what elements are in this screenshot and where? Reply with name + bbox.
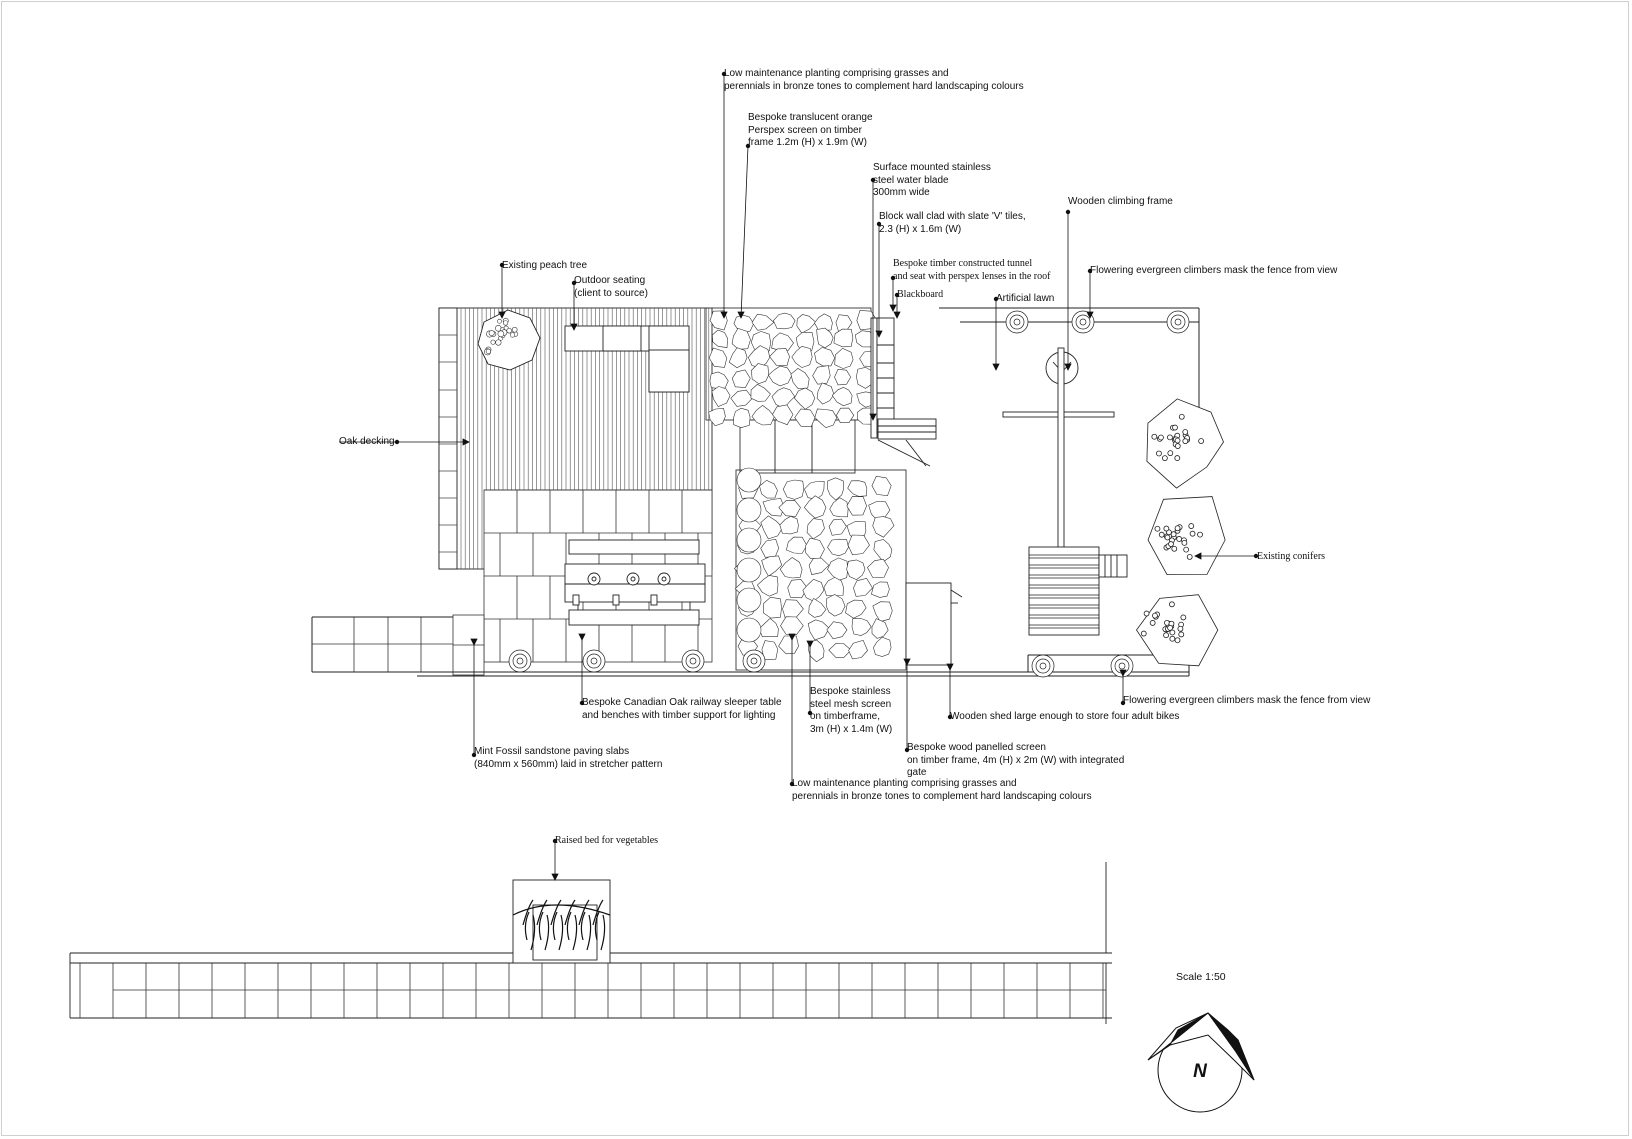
label-low-planting-bottom: Low maintenance planting comprising gras… (792, 778, 1092, 802)
label-blackboard: Blackboard (897, 289, 944, 300)
label-sleeper-table: Bespoke Canadian Oak railway sleeper tab… (582, 697, 782, 721)
label-oak-decking: Oak decking (339, 436, 395, 447)
label-conifers: Existing conifers (1257, 551, 1326, 562)
label-climbing-frame: Wooden climbing frame (1068, 196, 1173, 207)
raised-bed-elevation (69, 862, 1112, 1024)
planting-bed-middle (739, 419, 856, 474)
label-paving: Mint Fossil sandstone paving slabs (840m… (474, 746, 663, 770)
existing-conifers (1136, 398, 1226, 667)
label-water-blade: Surface mounted stainless steel water bl… (873, 162, 991, 198)
label-raised-bed: Raised bed for vegetables (555, 835, 659, 846)
peach-tree (477, 309, 541, 371)
scale-label: Scale 1:50 (1176, 971, 1226, 983)
label-mesh-screen: Bespoke stainless steel mesh screen on t… (810, 686, 893, 735)
north-arrow (1147, 1012, 1255, 1113)
label-low-planting-top: Low maintenance planting comprising gras… (724, 68, 1024, 92)
left-brick-strip (312, 617, 453, 672)
label-wood-screen: Bespoke wood panelled screen on timber f… (907, 742, 1125, 778)
water-blade-and-wall (870, 317, 937, 467)
outdoor-seating (564, 325, 690, 393)
label-orange-screen: Bespoke translucent orange Perspex scree… (748, 112, 873, 148)
wooden-shed (905, 582, 963, 666)
label-shed: Wooden shed large enough to store four a… (950, 711, 1180, 722)
label-artificial-lawn: Artificial lawn (996, 293, 1055, 304)
climber-symbols (508, 310, 1190, 678)
annotation-leaders (339, 71, 1259, 881)
label-peach-tree: Existing peach tree (502, 260, 588, 271)
sleeper-table-benches (564, 539, 706, 626)
label-tunnel: Bespoke timber constructed tunnel and se… (893, 258, 1051, 282)
label-climbers-bottom: Flowering evergreen climbers mask the fe… (1123, 695, 1371, 706)
wooden-climbing-frame (1002, 347, 1128, 636)
label-outdoor-seating: Outdoor seating (client to source) (574, 275, 648, 299)
label-climbers-top: Flowering evergreen climbers mask the fe… (1090, 265, 1338, 276)
label-block-wall: Block wall clad with slate 'V' tiles, 2.… (879, 211, 1026, 235)
